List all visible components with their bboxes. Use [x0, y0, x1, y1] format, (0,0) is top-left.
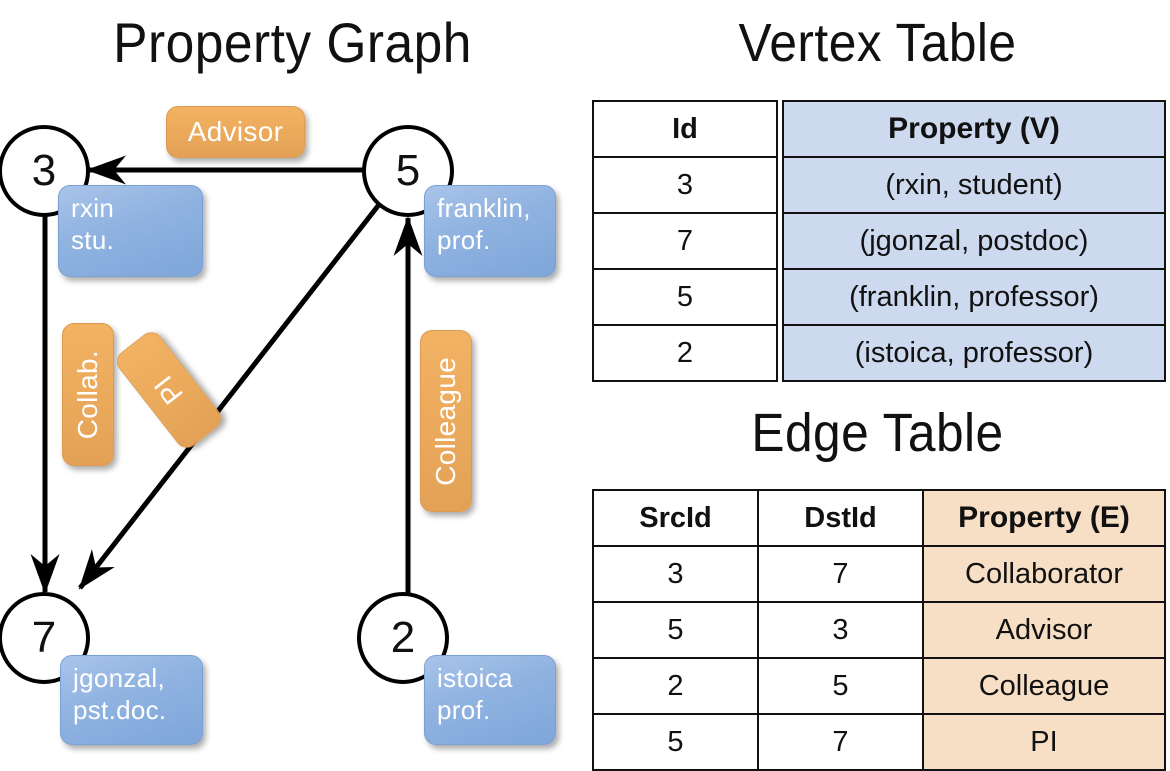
graph-node-5-label: 5 [395, 146, 421, 195]
edge-table-property-cell: Colleague [922, 657, 1166, 715]
graph-node-5[interactable]: 5 [362, 125, 454, 217]
vertex-table-property-cell: (rxin, student) [782, 156, 1166, 214]
vertex-property-chip-5-line1: franklin, [437, 193, 531, 223]
vertex-property-chip-2-line1: istoica [437, 663, 513, 693]
vertex-table-id-cell: 7 [592, 212, 778, 270]
edge-label-chip-colleague-text: Colleague [430, 356, 461, 486]
vertex-property-chip-3[interactable]: rxin stu. [58, 185, 203, 277]
table-row[interactable]: 2 [592, 324, 778, 382]
edge-table-property-header: Property (E) [922, 489, 1166, 547]
edge-table-src-cell: 2 [592, 657, 759, 715]
vertex-table-id-cell: 5 [592, 268, 778, 326]
edge-table-property-cell: Advisor [922, 601, 1166, 659]
vertex-property-chip-2[interactable]: istoica prof. [424, 655, 556, 745]
vertex-table-id-column: Id 3 7 5 2 [592, 100, 778, 382]
edge-label-chip-collab[interactable]: Collab. [62, 323, 114, 466]
edge-table-src-cell: 5 [592, 601, 759, 659]
edge-label-chip-pi-text: PI [148, 370, 190, 411]
edge-table-dst-cell: 7 [757, 713, 924, 771]
edge-table-src-dst-columns: SrcId DstId 3 7 5 3 2 5 5 7 [592, 489, 924, 771]
graph-node-2[interactable]: 2 [357, 592, 449, 684]
table-header-row: Property (V) [782, 100, 1166, 158]
table-row[interactable]: 5 7 [592, 713, 924, 771]
graph-node-2-label: 2 [390, 613, 416, 662]
table-row[interactable]: (istoica, professor) [782, 324, 1166, 382]
table-row[interactable]: Advisor [922, 601, 1166, 659]
table-row[interactable]: (jgonzal, postdoc) [782, 212, 1166, 270]
table-row[interactable]: 5 [592, 268, 778, 326]
table-header-row: Property (E) [922, 489, 1166, 547]
vertex-property-chip-3-line2: stu. [71, 225, 115, 255]
page-title-property-graph: Property Graph [113, 11, 472, 74]
edge-label-chip-colleague[interactable]: Colleague [420, 330, 472, 512]
vertex-table-property-cell: (istoica, professor) [782, 324, 1166, 382]
table-row[interactable]: 5 3 [592, 601, 924, 659]
property-graph-diagram: 3 5 7 2 rxin stu. franklin, prof. jgonza… [0, 0, 585, 760]
edge-table-dst-cell: 3 [757, 601, 924, 659]
edge-label-chip-advisor[interactable]: Advisor [166, 106, 305, 158]
edge-table-src-cell: 5 [592, 713, 759, 771]
graph-edge-arrows [30, 155, 423, 600]
edge-table-dst-header: DstId [757, 489, 924, 547]
table-row[interactable]: PI [922, 713, 1166, 771]
page-title-vertex-table: Vertex Table [738, 13, 1017, 73]
vertex-property-chip-5[interactable]: franklin, prof. [424, 185, 556, 277]
table-row[interactable]: (rxin, student) [782, 156, 1166, 214]
table-row[interactable]: 2 5 [592, 657, 924, 715]
edge-table-property-cell: Collaborator [922, 545, 1166, 603]
vertex-property-chip-7[interactable]: jgonzal, pst.doc. [60, 655, 203, 745]
vertex-table-property-cell: (jgonzal, postdoc) [782, 212, 1166, 270]
table-row[interactable]: Colleague [922, 657, 1166, 715]
edge-label-chip-collab-text: Collab. [72, 349, 103, 440]
edge-table-property-column: Property (E) Collaborator Advisor Collea… [922, 489, 1166, 771]
vertex-table-property-column: Property (V) (rxin, student) (jgonzal, p… [782, 100, 1166, 382]
edge-table-src-header: SrcId [592, 489, 759, 547]
table-row[interactable]: 7 [592, 212, 778, 270]
table-row[interactable]: 3 [592, 156, 778, 214]
graph-node-7-label: 7 [31, 613, 57, 662]
table-row[interactable]: Collaborator [922, 545, 1166, 603]
edge-label-chip-advisor-text: Advisor [187, 116, 284, 147]
edge-table-src-cell: 3 [592, 545, 759, 603]
vertex-table-id-cell: 2 [592, 324, 778, 382]
table-header-row: Id [592, 100, 778, 158]
vertex-table-property-cell: (franklin, professor) [782, 268, 1166, 326]
graph-node-3-label: 3 [31, 146, 57, 195]
edge-table-dst-cell: 5 [757, 657, 924, 715]
edge-table-dst-cell: 7 [757, 545, 924, 603]
edge-arrow-5-to-7 [78, 200, 383, 590]
vertex-property-chip-5-line2: prof. [437, 225, 491, 255]
table-row[interactable]: 3 7 [592, 545, 924, 603]
vertex-table-id-cell: 3 [592, 156, 778, 214]
vertex-table-id-header: Id [592, 100, 778, 158]
table-row[interactable]: (franklin, professor) [782, 268, 1166, 326]
table-header-row: SrcId DstId [592, 489, 924, 547]
page-title-edge-table: Edge Table [751, 403, 1004, 463]
vertex-table-property-header: Property (V) [782, 100, 1166, 158]
edge-table-property-cell: PI [922, 713, 1166, 771]
vertex-property-chip-3-line1: rxin [71, 193, 115, 223]
vertex-property-chip-2-line2: prof. [437, 695, 491, 725]
vertex-property-chip-7-line2: pst.doc. [73, 695, 167, 725]
vertex-property-chip-7-line1: jgonzal, [73, 663, 166, 693]
